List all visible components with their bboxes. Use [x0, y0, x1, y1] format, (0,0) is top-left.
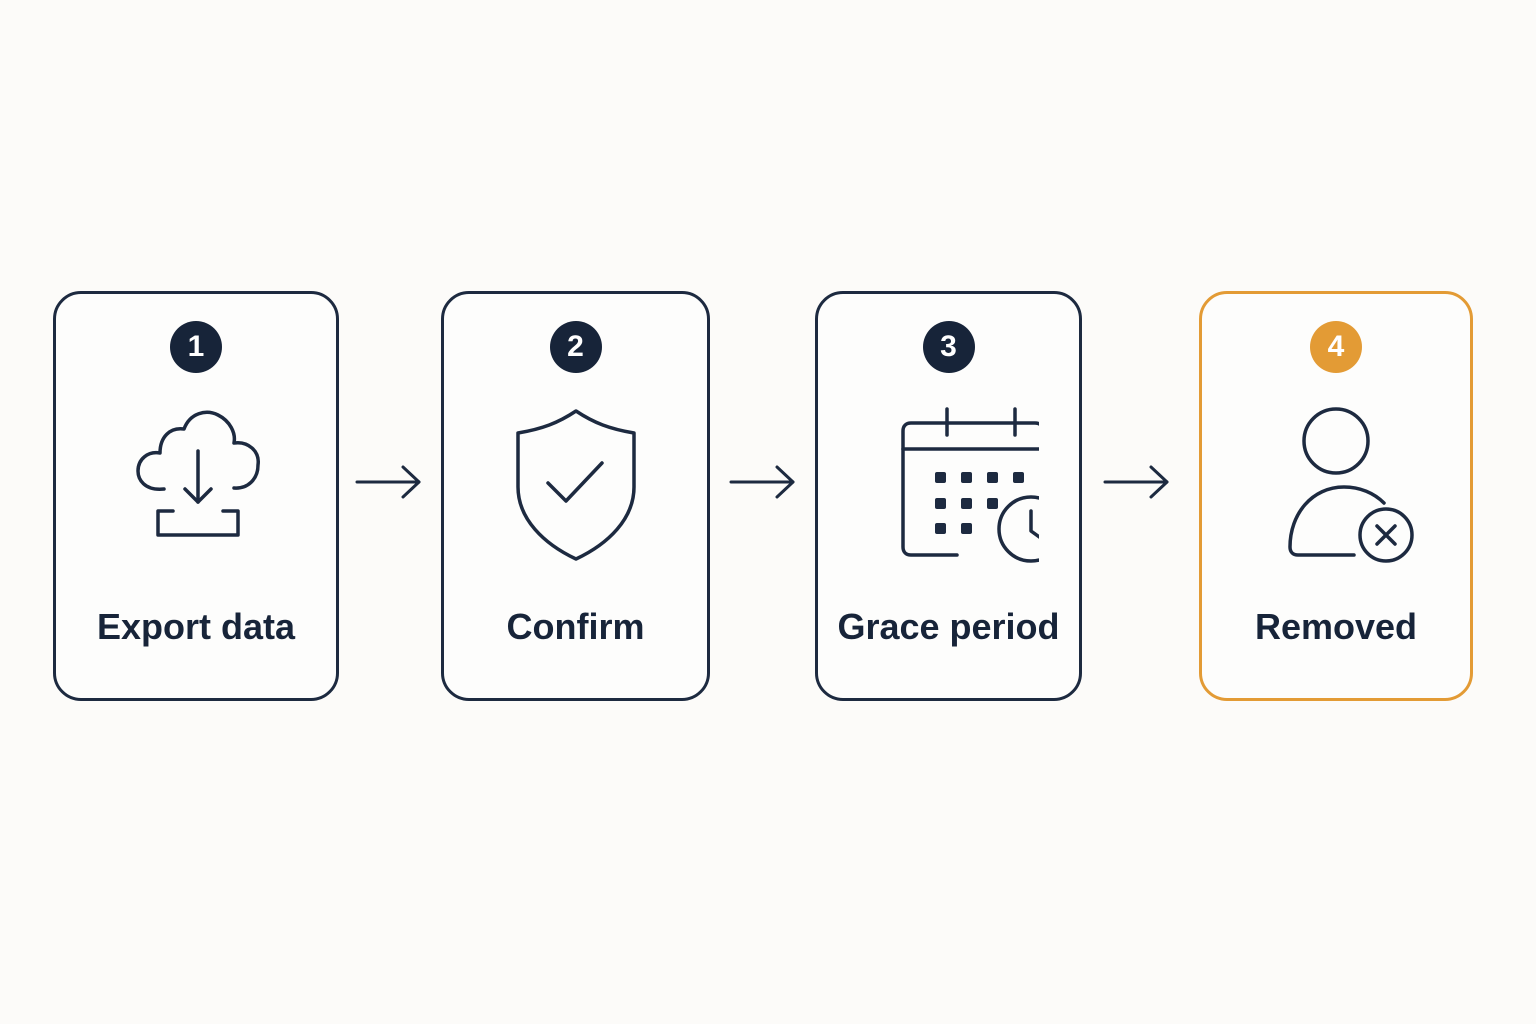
step-label: Export data [96, 606, 296, 647]
step-number-badge: 2 [549, 321, 602, 373]
step-card-grace-period: 3 [815, 291, 1082, 701]
user-remove-icon [1246, 399, 1426, 569]
arrow-right-icon [729, 462, 799, 502]
step-card-removed: 4 Removed [1199, 291, 1473, 701]
step-label: Removed [1254, 606, 1418, 647]
step-number-badge: 3 [922, 321, 975, 373]
arrow-right-icon [1103, 462, 1173, 502]
step-number-badge: 1 [170, 321, 222, 373]
step-card-export-data: 1 Export data [53, 291, 339, 701]
shield-check-icon [486, 399, 666, 569]
step-number-badge: 4 [1310, 321, 1362, 373]
step-label: Grace period [837, 606, 1060, 647]
cloud-download-icon [106, 399, 286, 569]
calendar-clock-icon [859, 399, 1039, 569]
arrow-right-icon [355, 462, 425, 502]
step-label: Confirm [506, 606, 645, 647]
step-card-confirm: 2 Confirm [441, 291, 710, 701]
